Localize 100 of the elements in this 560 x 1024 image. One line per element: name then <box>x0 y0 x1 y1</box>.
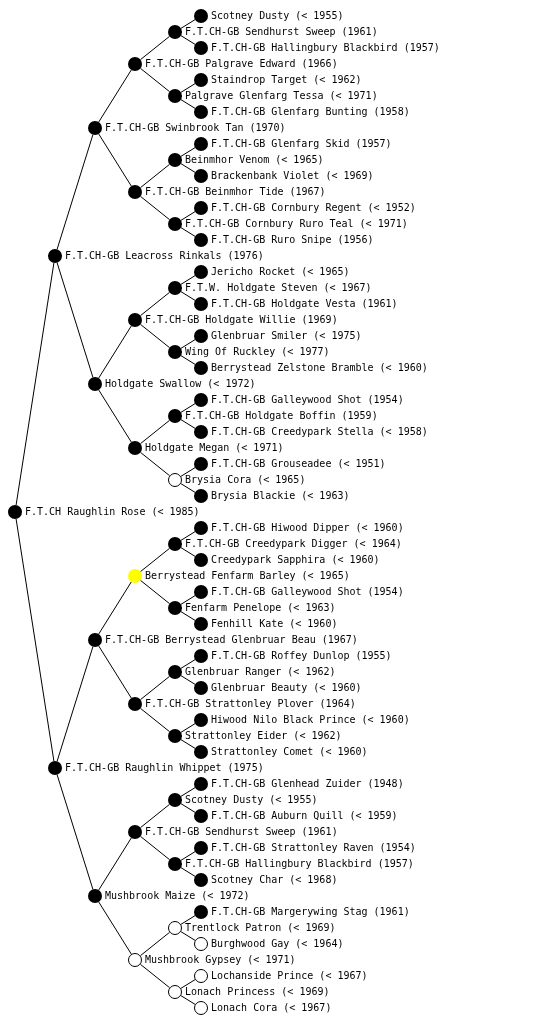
tree-node <box>194 233 208 247</box>
branch-line <box>139 547 171 573</box>
tree-node <box>194 9 208 23</box>
branch-line <box>180 467 196 477</box>
name-label: F.T.CH-GB Beinmhor Tide (1967) <box>145 187 326 197</box>
name-label: F.T.CH-GB Strattonley Plover (1964) <box>145 699 356 709</box>
tree-node <box>194 905 208 919</box>
tree-node <box>48 761 62 775</box>
branch-line <box>56 134 94 250</box>
branch-line <box>98 325 132 379</box>
branch-line <box>56 262 94 378</box>
branch-line <box>180 867 196 877</box>
name-label: Fenhill Kate (< 1960) <box>211 619 338 629</box>
branch-line <box>139 803 171 829</box>
branch-line <box>180 147 196 157</box>
tree-node <box>128 441 142 455</box>
tree-node <box>88 633 102 647</box>
branch-line <box>139 931 171 957</box>
tree-node <box>88 889 102 903</box>
tree-node <box>128 57 142 71</box>
branch-line <box>180 163 196 173</box>
tree-node <box>128 185 142 199</box>
tree-node <box>194 137 208 151</box>
branch-line <box>56 646 94 762</box>
name-label: F.T.CH-GB Sendhurst Sweep (1961) <box>145 827 338 837</box>
tree-node <box>194 777 208 791</box>
branch-line <box>180 403 196 413</box>
branch-line <box>180 787 196 797</box>
tree-node <box>194 841 208 855</box>
tree-node <box>194 681 208 695</box>
branch-line <box>180 227 196 237</box>
tree-node <box>194 489 208 503</box>
branch-line <box>180 547 196 557</box>
name-label: F.T.CH-GB Galleywood Shot (1954) <box>211 587 404 597</box>
name-label: Burghwood Gay (< 1964) <box>211 939 344 949</box>
hollow-node <box>128 953 142 967</box>
name-label: Berrystead Zelstone Bramble (< 1960) <box>211 363 428 373</box>
branch-line <box>15 262 55 506</box>
branch-line <box>139 195 171 221</box>
name-label: Fenfarm Penelope (< 1963) <box>185 603 336 613</box>
hollow-node <box>168 985 182 999</box>
tree-node <box>194 201 208 215</box>
branch-line <box>180 19 196 29</box>
hollow-node <box>194 937 208 951</box>
name-label: Strattonley Comet (< 1960) <box>211 747 368 757</box>
tree-node <box>128 313 142 327</box>
tree-node <box>194 393 208 407</box>
branch-line <box>180 851 196 861</box>
name-label: F.T.CH-GB Hiwood Dipper (< 1960) <box>211 523 404 533</box>
name-label: Holdgate Megan (< 1971) <box>145 443 284 453</box>
name-label: Wing Of Ruckley (< 1977) <box>185 347 330 357</box>
tree-node <box>194 425 208 439</box>
name-label: Scotney Char (< 1968) <box>211 875 338 885</box>
tree-node <box>168 729 182 743</box>
branch-line <box>139 291 171 317</box>
name-label: Glenbruar Smiler (< 1975) <box>211 331 362 341</box>
hollow-node <box>194 1001 208 1015</box>
branch-line <box>98 133 132 187</box>
branch-line <box>180 211 196 221</box>
tree-node <box>8 505 22 519</box>
branch-line <box>98 581 132 635</box>
branch-line <box>180 99 196 109</box>
tree-node <box>194 361 208 375</box>
branch-line <box>139 35 171 61</box>
branch-line <box>139 163 171 189</box>
branch-line <box>98 901 132 955</box>
tree-node <box>168 345 182 359</box>
tree-node <box>168 537 182 551</box>
tree-node <box>194 297 208 311</box>
name-label: Brysia Cora (< 1965) <box>185 475 306 485</box>
name-label: Palgrave Glenfarg Tessa (< 1971) <box>185 91 378 101</box>
tree-node <box>48 249 62 263</box>
highlighted-node <box>128 569 142 583</box>
tree-node <box>168 409 182 423</box>
branch-line <box>15 518 55 762</box>
branch-line <box>139 579 171 605</box>
tree-node <box>194 41 208 55</box>
name-label: F.T.CH-GB Ruro Snipe (1956) <box>211 235 374 245</box>
branch-line <box>180 931 196 941</box>
tree-node <box>168 217 182 231</box>
tree-node <box>194 265 208 279</box>
name-label: F.T.CH-GB Creedypark Stella (< 1958) <box>211 427 428 437</box>
tree-node <box>194 169 208 183</box>
hollow-node <box>168 921 182 935</box>
name-label: Brackenbank Violet (< 1969) <box>211 171 374 181</box>
name-label: F.T.CH-GB Creedypark Digger (< 1964) <box>185 539 402 549</box>
tree-node <box>194 585 208 599</box>
tree-node <box>88 377 102 391</box>
branch-line <box>139 963 171 989</box>
name-label: Lochanside Prince (< 1967) <box>211 971 368 981</box>
name-label: F.T.CH-GB Margerywing Stag (1961) <box>211 907 410 917</box>
name-label: F.T.CH-GB Cornbury Ruro Teal (< 1971) <box>185 219 408 229</box>
hollow-node <box>194 969 208 983</box>
tree-node <box>194 649 208 663</box>
branch-line <box>180 995 196 1005</box>
name-label: F.T.CH-GB Strattonley Raven (1954) <box>211 843 416 853</box>
name-label: F.T.CH-GB Holdgate Vesta (1961) <box>211 299 398 309</box>
tree-node <box>168 793 182 807</box>
name-label: F.T.CH-GB Hallingbury Blackbird (1957) <box>211 43 440 53</box>
branch-line <box>56 774 94 890</box>
